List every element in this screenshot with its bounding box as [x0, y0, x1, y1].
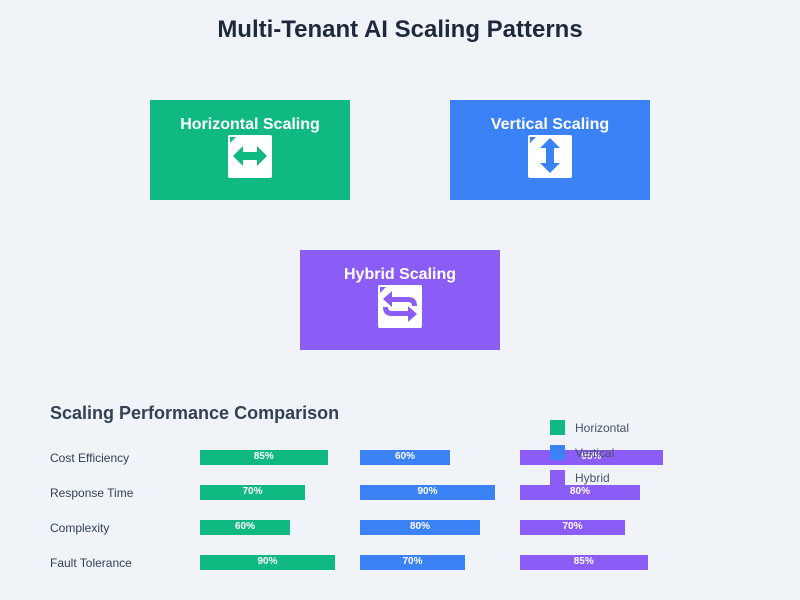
vertical-scaling-card: Vertical Scaling — [450, 100, 650, 200]
double-arrow-vertical-icon — [528, 135, 572, 178]
cycle-arrows-icon — [378, 285, 422, 328]
bar-horizontal: 90% — [200, 555, 335, 570]
page-title: Multi-Tenant AI Scaling Patterns — [217, 16, 583, 43]
bar-hybrid: 85% — [520, 555, 648, 570]
legend-swatch — [550, 420, 565, 435]
metric-row: Complexity 60% 80% 70% — [0, 520, 800, 536]
legend-label: Horizontal — [575, 421, 630, 435]
bar-vertical: 70% — [360, 555, 465, 570]
legend-item-horizontal: Horizontal — [550, 420, 670, 436]
bar-vertical: 60% — [360, 450, 450, 465]
bar-hybrid: 70% — [520, 520, 625, 535]
bar-vertical: 80% — [360, 520, 480, 535]
legend-label: Vertical — [575, 446, 615, 460]
bar-horizontal: 85% — [200, 450, 328, 465]
bar-hybrid: 80% — [520, 485, 640, 500]
hybrid-scaling-card: Hybrid Scaling — [300, 250, 500, 350]
double-arrow-horizontal-icon — [228, 135, 272, 178]
bar-horizontal: 70% — [200, 485, 305, 500]
vertical-scaling-title: Vertical Scaling — [490, 116, 610, 133]
metric-label: Fault Tolerance — [50, 556, 132, 570]
legend-item-vertical: Vertical — [550, 445, 670, 461]
horizontal-scaling-card: Horizontal Scaling — [150, 100, 350, 200]
metric-label: Complexity — [50, 521, 110, 535]
hybrid-scaling-title: Hybrid Scaling — [343, 266, 457, 283]
comparison-title: Scaling Performance Comparison — [50, 403, 340, 423]
metric-row: Response Time 70% 90% 80% — [0, 485, 800, 501]
legend-item-hybrid: Hybrid — [550, 470, 670, 486]
bar-vertical: 90% — [360, 485, 495, 500]
bar-horizontal: 60% — [200, 520, 290, 535]
legend-swatch — [550, 445, 565, 460]
metric-label: Response Time — [50, 486, 134, 500]
horizontal-scaling-title: Horizontal Scaling — [180, 116, 320, 133]
metric-row: Fault Tolerance 90% 70% 85% — [0, 555, 800, 571]
metric-label: Cost Efficiency — [50, 451, 130, 465]
legend-label: Hybrid — [575, 471, 610, 485]
legend-swatch — [550, 470, 565, 485]
